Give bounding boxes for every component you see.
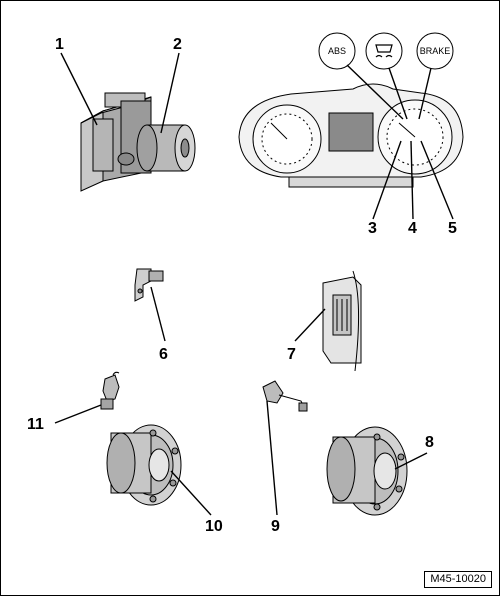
svg-text:BRAKE: BRAKE	[420, 46, 451, 56]
abs-warning-callout: ABS	[318, 32, 356, 70]
hydraulic-pump-motor	[136, 124, 196, 172]
item-number-11: 11	[27, 416, 44, 433]
item-number-5: 5	[448, 220, 457, 237]
leader-lines	[54, 52, 454, 516]
item-number-9: 9	[271, 518, 280, 535]
item-number-4: 4	[408, 220, 417, 237]
item-number-3: 3	[368, 220, 377, 237]
item-number-2: 2	[173, 36, 182, 53]
diagnostic-connector	[322, 270, 362, 372]
item-numbers: 1 2 3 4 5 6 7 8 9 10 11	[27, 36, 457, 535]
wheel-hub-rear	[326, 426, 408, 516]
wheel-speed-sensor-rear	[262, 380, 308, 412]
item-number-10: 10	[205, 518, 223, 535]
item-number-8: 8	[425, 434, 434, 451]
wheel-speed-sensor-front	[100, 371, 120, 410]
esp-skid-icon	[375, 44, 393, 53]
sensor-bracket	[134, 268, 164, 302]
figure-reference-code: M45-10020	[424, 571, 492, 588]
item-number-6: 6	[159, 346, 168, 363]
item-number-1: 1	[55, 36, 64, 53]
instrument-cluster	[238, 83, 464, 188]
item-number-7: 7	[287, 346, 296, 363]
svg-text:ABS: ABS	[328, 46, 346, 56]
brake-warning-callout: BRAKE	[416, 32, 454, 70]
wheel-hub-front	[106, 424, 182, 506]
esp-warning-callout	[365, 32, 403, 70]
